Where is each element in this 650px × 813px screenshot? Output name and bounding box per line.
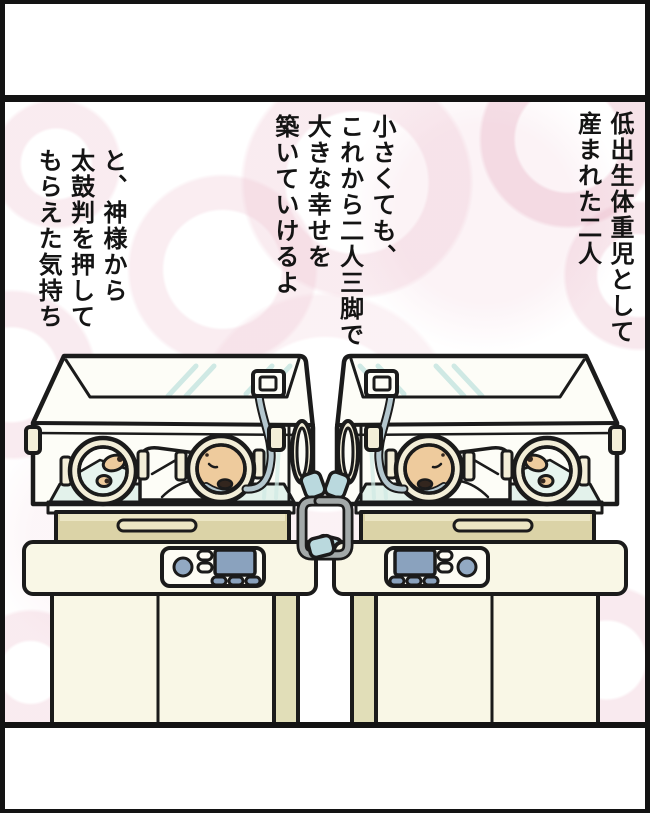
panel-border-bottom: [0, 809, 650, 813]
manga-panel: 低出生体重児として 産まれた二人 小さくても、 これから二人三脚で 大きな幸せを…: [5, 102, 645, 722]
narration-text-left: と、神様から 太鼓判を押して もらえた気持ち: [34, 148, 126, 330]
panel-border-lower: [0, 722, 650, 728]
incubator-right: [307, 356, 626, 722]
incubator-left: [24, 356, 343, 722]
panel-border-top: [0, 0, 650, 4]
panel-border-right: [645, 0, 650, 813]
panel-border-left: [0, 0, 5, 813]
incubators-illustration: [5, 350, 645, 722]
narration-text-middle: 小さくても、 これから二人三脚で 大きな幸せを 築いていけるよ: [270, 114, 395, 348]
narration-text-right: 低出生体重児として 産まれた二人: [573, 111, 633, 345]
panel-border-gutter: [0, 95, 650, 102]
